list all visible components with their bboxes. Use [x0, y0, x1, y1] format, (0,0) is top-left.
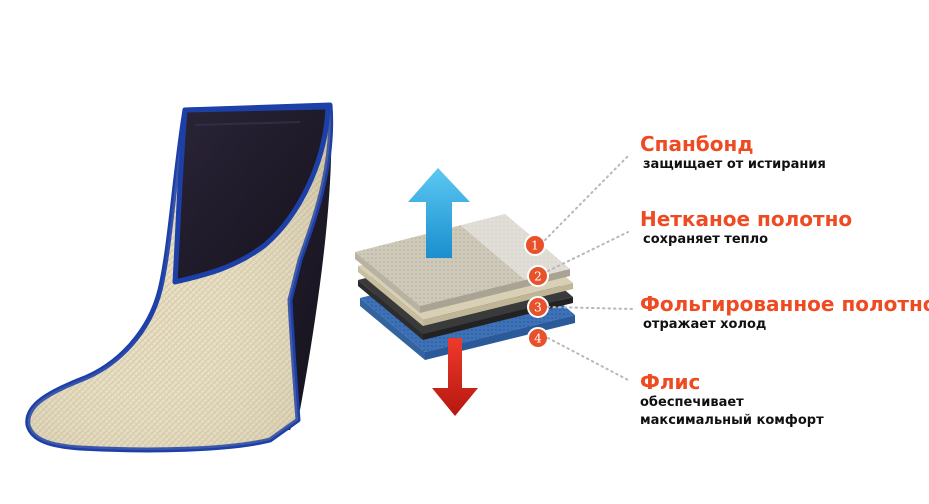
legend-desc-1: защищает от истирания	[643, 157, 826, 172]
badge-3: 3	[527, 296, 549, 318]
legend-item-4: Флис обеспечивает максимальный комфорт	[640, 370, 824, 430]
badge-2: 2	[527, 265, 549, 287]
badge-2-number: 2	[534, 270, 542, 284]
badge-1: 1	[524, 234, 546, 256]
arrow-down-icon	[432, 338, 478, 416]
legend-desc-4: обеспечивает	[640, 395, 744, 410]
legend-desc-4-line2: максимальный комфорт	[640, 413, 824, 428]
badge-4: 4	[527, 327, 549, 349]
badge-1-number: 1	[531, 239, 539, 253]
legend-title-4: Флис	[640, 370, 701, 394]
boot-liner-illustration	[25, 102, 334, 453]
badge-4-number: 4	[534, 332, 542, 346]
layer-1-spunbond	[355, 214, 570, 313]
legend-item-2: Нетканое полотно сохраняет тепло	[640, 207, 852, 249]
badge-3-number: 3	[534, 301, 542, 315]
legend-item-1: Спанбонд защищает от истирания	[640, 132, 826, 174]
legend-desc-3: отражает холод	[643, 317, 767, 332]
legend-title-3: Фольгированное полотно	[640, 292, 929, 316]
material-layers-svg: 1 2 3 4	[355, 168, 575, 416]
legend-item-3: Фольгированное полотно отражает холод	[640, 292, 929, 334]
boot-liner-image	[0, 0, 360, 500]
arrow-up-icon	[408, 168, 470, 258]
layers-legend: Спанбонд защищает от истирания Нетканое …	[640, 0, 929, 500]
legend-title-1: Спанбонд	[640, 132, 754, 156]
material-layers-diagram: 1 2 3 4	[330, 120, 660, 440]
legend-title-2: Нетканое полотно	[640, 207, 853, 231]
legend-desc-2: сохраняет тепло	[643, 232, 769, 247]
